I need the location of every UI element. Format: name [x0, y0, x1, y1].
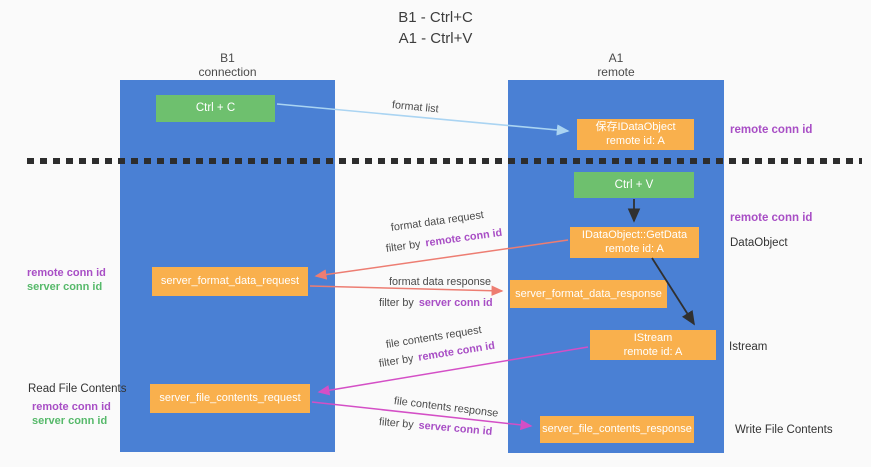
- file-contents-response-filter-label: filter by server conn id: [378, 416, 492, 438]
- lane-header-b1: B1 connection: [120, 51, 335, 79]
- server-file-contents-response-box: server_file_contents_response: [540, 416, 694, 443]
- title-line-2: A1 - Ctrl+V: [398, 30, 473, 47]
- ctrl-c-box: Ctrl + C: [156, 95, 275, 122]
- istream-box: IStream remote id: A: [590, 330, 716, 360]
- server-format-data-response-box: server_format_data_response: [510, 280, 667, 308]
- filter-by-text: filter by: [378, 416, 418, 432]
- server-conn-id-text: server conn id: [418, 419, 493, 438]
- lane-a1-role: remote: [597, 65, 635, 79]
- annotation-read-file-contents: Read File Contents: [28, 383, 127, 395]
- title-line-1: B1 - Ctrl+C: [398, 9, 473, 26]
- annotation-left-server-conn-id-2: server conn id: [32, 415, 108, 427]
- filter-by-text: filter by: [379, 297, 417, 309]
- annotation-istream: Istream: [729, 341, 768, 353]
- annotation-remote-conn-id-top: remote conn id: [730, 124, 813, 136]
- getdata-line1: IDataObject::GetData: [581, 229, 688, 241]
- getdata-line2: remote id: A: [605, 243, 664, 255]
- saved-dataobject-box: 保存IDataObject remote id: A: [577, 119, 694, 150]
- istream-line1: IStream: [633, 332, 673, 344]
- getdata-box: IDataObject::GetData remote id: A: [570, 227, 699, 258]
- server-format-data-request-box: server_format_data_request: [152, 267, 308, 296]
- annotation-left-server-conn-id-1: server conn id: [27, 281, 103, 293]
- saved-dataobject-line2: remote id: A: [606, 135, 665, 147]
- remote-conn-id-text: remote conn id: [424, 226, 503, 250]
- lane-header-a1: A1 remote: [508, 51, 724, 79]
- annotation-left-remote-conn-id-1: remote conn id: [27, 267, 106, 279]
- annotation-left-remote-conn-id-2: remote conn id: [32, 401, 111, 413]
- server-conn-id-text: server conn id: [418, 297, 493, 309]
- server-file-contents-request-box: server_file_contents_request: [150, 384, 310, 413]
- format-data-response-label: format data response: [389, 276, 492, 288]
- format-list-label: format list: [391, 99, 440, 116]
- lane-b1-role: connection: [198, 65, 257, 79]
- file-contents-response-label: file contents response: [393, 395, 499, 420]
- lane-a1-name: A1: [608, 51, 624, 65]
- dashed-divider: [27, 158, 862, 164]
- istream-line2: remote id: A: [623, 346, 683, 358]
- filter-by-text: filter by: [378, 352, 418, 370]
- annotation-dataobject: DataObject: [730, 237, 788, 249]
- diagram-title: B1 - Ctrl+C A1 - Ctrl+V: [0, 7, 871, 49]
- annotation-write-file-contents: Write File Contents: [735, 424, 833, 436]
- lane-b1-name: B1: [220, 51, 235, 65]
- annotation-remote-conn-id-mid: remote conn id: [730, 212, 813, 224]
- format-data-response-filter-label: filter by server conn id: [379, 297, 493, 309]
- filter-by-text: filter by: [385, 237, 425, 255]
- ctrl-v-box: Ctrl + V: [574, 172, 694, 198]
- saved-dataobject-line1: 保存IDataObject: [595, 121, 676, 133]
